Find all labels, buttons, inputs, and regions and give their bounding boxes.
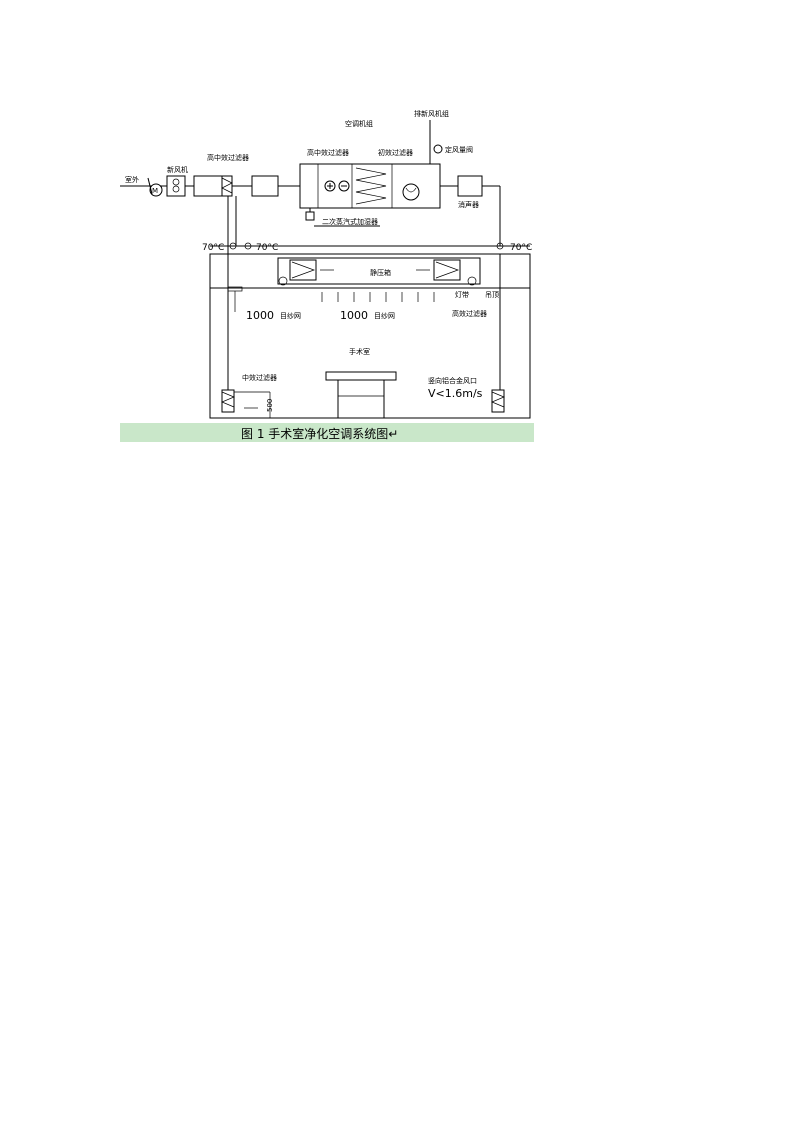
- operating-table-top: [325, 371, 397, 381]
- label-const-air-valve: 定风量阀: [445, 145, 473, 154]
- label-mesh-left-num: 1000: [246, 309, 274, 322]
- svg-text:M: M: [152, 187, 158, 195]
- label-temp-left-2: 70°C: [256, 243, 278, 253]
- fire-damper-icon: [229, 242, 237, 250]
- label-velocity: V<1.6m/s: [428, 387, 483, 400]
- primary-filter-media: [355, 167, 387, 205]
- label-fresh-air-fan: 新风机: [167, 165, 188, 174]
- heater-icon: [324, 180, 336, 192]
- operating-table-base: [337, 379, 385, 419]
- label-lamp-band: 灯带: [455, 290, 469, 299]
- figure-caption: 图 1 手术室净化空调系统图↵: [241, 427, 399, 441]
- const-air-valve-icon: [433, 144, 443, 154]
- muffler-box: [457, 175, 483, 197]
- label-outdoor: 室外: [125, 175, 139, 184]
- fire-damper-icon: [496, 242, 504, 250]
- label-dim-500: 500: [266, 399, 274, 412]
- label-plenum: 静压箱: [370, 268, 391, 277]
- label-mesh-mid-unit: 目纱网: [374, 312, 395, 320]
- caption-bar: [120, 423, 534, 442]
- label-muffler: 消声器: [458, 200, 479, 209]
- damper-icon: [147, 177, 153, 195]
- label-operating-room: 手术室: [349, 347, 370, 356]
- label-ahu: 空调机组: [345, 119, 373, 128]
- lamp-icon: [278, 276, 288, 286]
- ahu-fan-icon: [402, 183, 420, 201]
- label-mesh-mid-num: 1000: [340, 309, 368, 322]
- motor-icon: [149, 183, 163, 197]
- label-hm-filter-2: 高中效过滤器: [307, 148, 349, 157]
- label-exhaust-unit: 排新风机组: [414, 109, 449, 118]
- label-hm-filter-1: 高中效过滤器: [207, 153, 249, 162]
- label-temp-left-1: 70°C: [202, 243, 224, 253]
- label-primary-filter: 初效过滤器: [378, 148, 413, 157]
- fire-damper-icon: [244, 242, 252, 250]
- label-steam-humidifier: 二次蒸汽式加湿器: [322, 217, 378, 226]
- cooler-icon: [338, 180, 350, 192]
- lamp-icon: [467, 276, 477, 286]
- label-lamp-hole: 吊顶: [485, 291, 499, 299]
- label-return-grille: 竖向铝合金风口: [428, 376, 477, 385]
- label-mesh-left-unit: 目纱网: [280, 312, 301, 320]
- airflow-arrows: [321, 292, 435, 302]
- label-temp-right: 70°C: [510, 243, 532, 253]
- label-hepa: 高效过滤器: [452, 309, 487, 318]
- label-mid-filter: 中效过滤器: [242, 373, 277, 382]
